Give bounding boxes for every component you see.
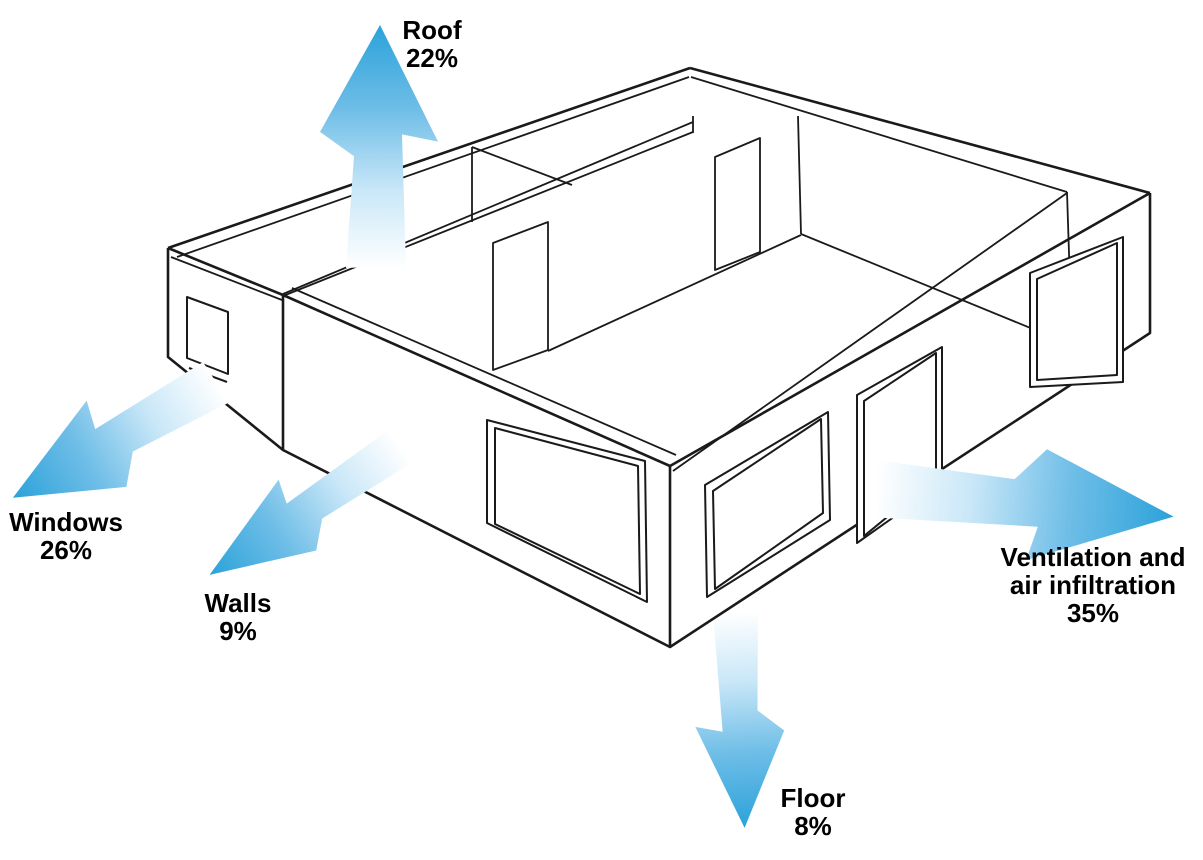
ventilation-label: Ventilation and air infiltration 35% — [1001, 543, 1186, 627]
walls-arrow — [187, 411, 423, 609]
exterior-outline — [166, 66, 1152, 649]
right-end-window — [1029, 236, 1124, 388]
windows-label: Windows 26% — [9, 508, 123, 564]
roof-label-value: 22% — [405, 43, 459, 73]
ventilation-label-value: 35% — [1066, 598, 1120, 628]
front-left-window — [486, 419, 648, 603]
floor-label: Floor 8% — [781, 784, 846, 840]
door-opening — [492, 221, 549, 371]
windows-label-value: 26% — [39, 535, 93, 565]
walls-label-value: 9% — [219, 616, 257, 646]
floor-arrow — [689, 609, 790, 831]
walls-label: Walls 9% — [205, 589, 272, 645]
ventilation-label-line2: air infiltration — [1009, 570, 1177, 600]
windows-openings — [186, 236, 1124, 603]
roof-label: Roof 22% — [402, 16, 461, 72]
windows-label-name: Windows — [9, 507, 123, 537]
floor-label-name: Floor — [780, 783, 846, 813]
ventilation-label-line1: Ventilation and — [1000, 542, 1186, 572]
front-right-window-1 — [704, 411, 831, 598]
interior-doors — [492, 137, 761, 371]
floor-label-value: 8% — [794, 811, 832, 841]
walls-label-name: Walls — [204, 588, 272, 618]
roof-label-name: Roof — [402, 15, 462, 45]
door-opening — [714, 137, 761, 271]
